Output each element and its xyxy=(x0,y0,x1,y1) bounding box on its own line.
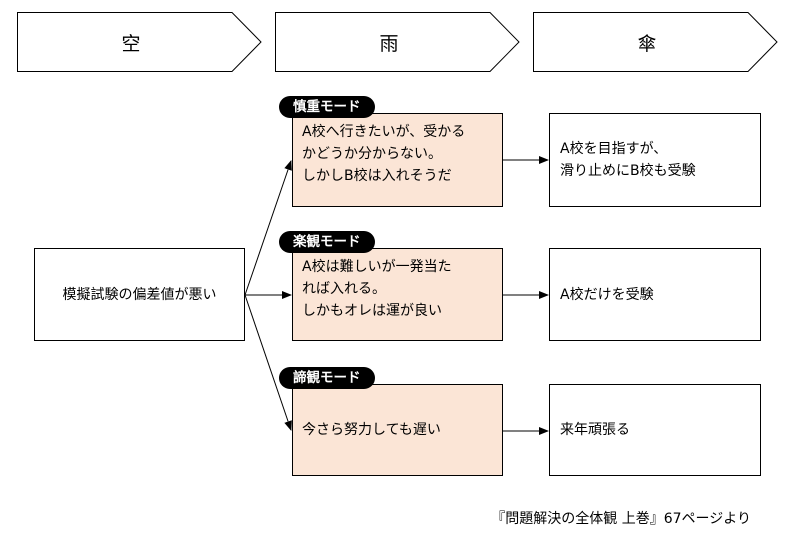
phase-sky: 空 xyxy=(17,12,262,72)
action-box-optimistic: A校だけを受験 xyxy=(549,248,761,341)
action-box-cautious: A校を目指すが、 滑り止めにB校も受験 xyxy=(549,113,761,207)
chevron-shape xyxy=(275,12,520,72)
mode-tag-cautious: 慎重モード xyxy=(279,96,375,118)
mode-text-line: しかしB校は入れそうだ xyxy=(302,168,452,184)
mode-tag-resigned: 諦観モード xyxy=(279,367,375,389)
chevron-shape xyxy=(17,12,262,72)
mode-text-line: A校へ行きたいが、受かる xyxy=(302,124,466,140)
chevron-shape xyxy=(533,12,778,72)
mode-text-line: A校は難しいが一発当た xyxy=(302,259,452,275)
situation-text: 模擬試験の偏差値が悪い xyxy=(62,286,217,303)
action-text-line: A校を目指すが、 xyxy=(560,141,668,157)
action-box-resigned: 来年頑張る xyxy=(549,384,761,476)
situation-box: 模擬試験の偏差値が悪い xyxy=(34,248,245,341)
arrow-to-resigned xyxy=(244,294,292,431)
mode-text-line: かどうか分からない。 xyxy=(302,146,442,162)
action-text-line: 滑り止めにB校も受験 xyxy=(560,163,696,179)
mode-tag-optimistic: 楽観モード xyxy=(279,231,375,253)
mode-text-line: 今さら努力しても遅い xyxy=(302,422,441,438)
arrow-to-cautious xyxy=(244,160,292,296)
phase-rain: 雨 xyxy=(275,12,520,72)
mode-box-optimistic: A校は難しいが一発当た れば入れる。 しかもオレは運が良い xyxy=(292,248,503,341)
action-text-line: 来年頑張る xyxy=(560,422,630,438)
mode-box-resigned: 今さら努力しても遅い xyxy=(292,384,503,476)
phase-rain-label: 雨 xyxy=(379,32,399,55)
mode-text-line: れば入れる。 xyxy=(302,281,386,297)
phase-umbrella-label: 傘 xyxy=(637,32,657,55)
source-citation: 『問題解決の全体観 上巻』67ページより xyxy=(491,511,751,527)
action-text-line: A校だけを受験 xyxy=(560,286,654,303)
mode-text-line: しかもオレは運が良い xyxy=(302,303,442,319)
mode-box-cautious: A校へ行きたいが、受かる かどうか分からない。 しかしB校は入れそうだ xyxy=(292,113,503,207)
phase-umbrella: 傘 xyxy=(533,12,778,72)
phase-sky-label: 空 xyxy=(121,32,141,55)
